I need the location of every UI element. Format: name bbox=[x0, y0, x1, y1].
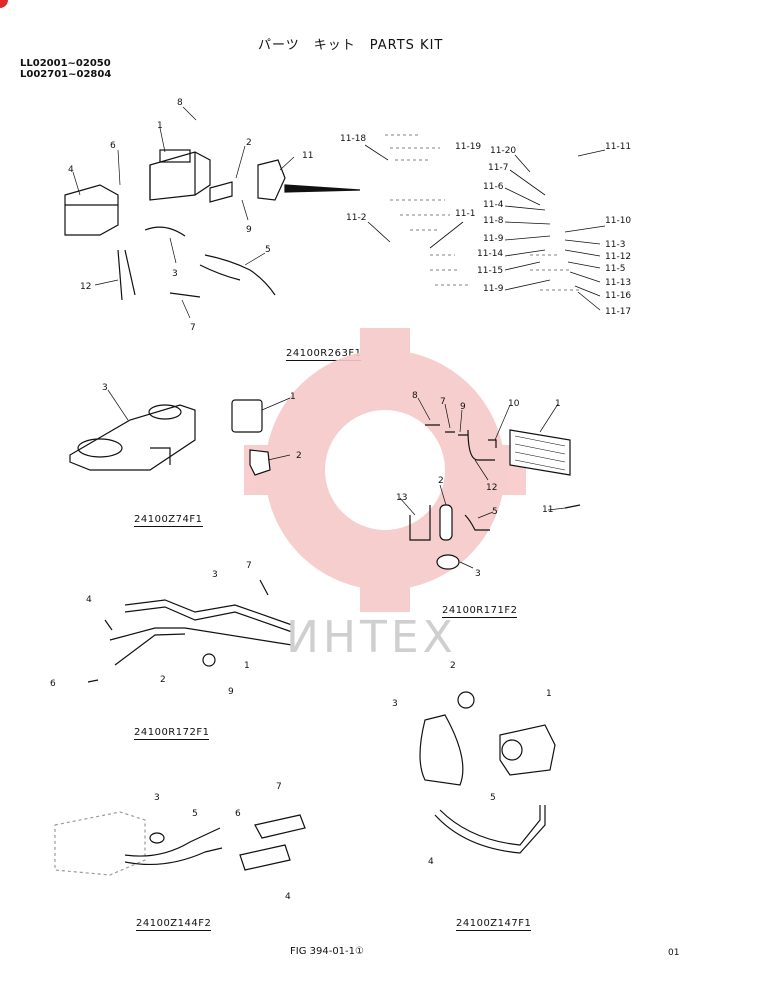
callouts-group-3: 8 7 9 10 1 12 2 13 5 11 3 bbox=[396, 391, 561, 579]
callout-number: 13 bbox=[396, 493, 407, 503]
callout-number: 1 bbox=[244, 661, 250, 671]
serial-range-2: L002701~02804 bbox=[20, 69, 112, 80]
callouts-detail: 11-18 11-19 11-20 11-11 11-7 11-6 11-4 1… bbox=[340, 134, 631, 317]
callout-number: 11 bbox=[302, 151, 313, 161]
callout-number: 11-19 bbox=[455, 142, 481, 152]
group-code-2: 24100Z74F1 bbox=[134, 514, 203, 527]
group-code-4: 24100R172F1 bbox=[134, 727, 210, 740]
callout-number: 6 bbox=[235, 809, 241, 819]
watermark-text: ИНТЕХ bbox=[286, 612, 457, 663]
callout-number: 11-10 bbox=[605, 216, 631, 226]
figure-number: FIG 394-01-1① bbox=[290, 946, 364, 957]
group5-drawing bbox=[54, 811, 306, 876]
callout-number: 11-12 bbox=[605, 252, 631, 262]
callout-number: 11-2 bbox=[346, 213, 366, 223]
callouts-group-1: 1 2 3 4 5 6 7 8 9 11 12 bbox=[68, 98, 313, 333]
callout: 1 bbox=[157, 121, 163, 131]
callout-number: 1 bbox=[546, 689, 552, 699]
callout-number: 10 bbox=[508, 399, 520, 409]
callout-number: 5 bbox=[265, 245, 271, 255]
callout-number: 8 bbox=[412, 391, 418, 401]
callout-number: 3 bbox=[154, 793, 160, 803]
callout-number: 11-15 bbox=[477, 266, 503, 276]
callout-number: 2 bbox=[160, 675, 166, 685]
callout-number: 9 bbox=[228, 687, 234, 697]
callout-number: 3 bbox=[172, 269, 178, 279]
callout-number: 12 bbox=[80, 282, 91, 292]
callout-number: 11-6 bbox=[483, 182, 504, 192]
callout-number: 2 bbox=[438, 476, 444, 486]
detail-leaders bbox=[364, 144, 606, 311]
callouts-group-5: 3 5 6 7 4 bbox=[154, 782, 291, 902]
callout-number: 11-17 bbox=[605, 307, 631, 317]
group-code-6: 24100Z147F1 bbox=[456, 918, 532, 931]
callout-number: 2 bbox=[296, 451, 302, 461]
callout-number: 2 bbox=[450, 661, 456, 671]
heater-unit-drawing bbox=[64, 149, 361, 301]
callout-number: 4 bbox=[285, 892, 291, 902]
callout-number: 11-3 bbox=[605, 240, 625, 250]
callout-number: 6 bbox=[110, 141, 116, 151]
callout-number: 1 bbox=[290, 392, 296, 402]
callout-number: 11-16 bbox=[605, 291, 631, 301]
callout-number: 2 bbox=[246, 138, 252, 148]
callout-number: 12 bbox=[486, 483, 497, 493]
callout-number: 3 bbox=[102, 383, 108, 393]
callout-number: 11-18 bbox=[340, 134, 366, 144]
callout-number: 11-11 bbox=[605, 142, 631, 152]
hoses-drawing bbox=[87, 579, 293, 683]
callout-number: 11-14 bbox=[477, 249, 503, 259]
compressor-drawing bbox=[419, 691, 556, 854]
duct-drawing bbox=[69, 399, 271, 476]
callout-number: 11-8 bbox=[483, 216, 504, 226]
callout-number: 3 bbox=[212, 570, 218, 580]
callout-number: 4 bbox=[68, 165, 74, 175]
callout-number: 11-5 bbox=[605, 264, 625, 274]
callout-number: 3 bbox=[392, 699, 398, 709]
callout-number: 7 bbox=[440, 397, 446, 407]
callout-number: 11-20 bbox=[490, 146, 516, 156]
callout-number: 7 bbox=[246, 561, 252, 571]
detail-view-sketch bbox=[385, 134, 580, 291]
condenser-drawing bbox=[409, 424, 581, 570]
serial-range-1: LL02001~02050 bbox=[20, 58, 111, 69]
corner-mark bbox=[0, 0, 8, 8]
callout-number: 7 bbox=[276, 782, 282, 792]
callout-number: 5 bbox=[490, 793, 496, 803]
watermark-gear-icon bbox=[244, 328, 526, 612]
callout-number: 9 bbox=[246, 225, 252, 235]
callout-number: 11-9 bbox=[483, 284, 504, 294]
group-code-5: 24100Z144F2 bbox=[136, 918, 212, 931]
callout-number: 5 bbox=[192, 809, 198, 819]
callout-number: 11-7 bbox=[488, 163, 508, 173]
callouts-group-2: 3 1 2 bbox=[102, 383, 302, 461]
callout-number: 8 bbox=[177, 98, 183, 108]
group-code-1: 24100R263F1 bbox=[286, 348, 362, 361]
callout-number: 6 bbox=[50, 679, 56, 689]
page-title: パーツ キット PARTS KIT bbox=[258, 38, 444, 53]
group-code-3: 24100R171F2 bbox=[442, 605, 518, 618]
callout-number: 3 bbox=[475, 569, 481, 579]
callouts-group-4: 3 7 4 1 2 9 6 bbox=[50, 561, 252, 697]
callout-number: 5 bbox=[492, 507, 498, 517]
callout-number: 4 bbox=[428, 857, 434, 867]
callouts-group-6: 2 1 3 5 4 bbox=[392, 661, 552, 867]
callout-number: 1 bbox=[555, 399, 561, 409]
callout-number: 7 bbox=[190, 323, 196, 333]
callout-number: 9 bbox=[460, 402, 466, 412]
callout-number: 11-9 bbox=[483, 234, 504, 244]
callout-number: 11-1 bbox=[455, 209, 475, 219]
callout-number: 11-4 bbox=[483, 200, 504, 210]
callout-number: 4 bbox=[86, 595, 92, 605]
callout-number: 11-13 bbox=[605, 278, 631, 288]
page-number: 01 bbox=[668, 948, 680, 958]
callout-number: 11 bbox=[542, 505, 553, 515]
